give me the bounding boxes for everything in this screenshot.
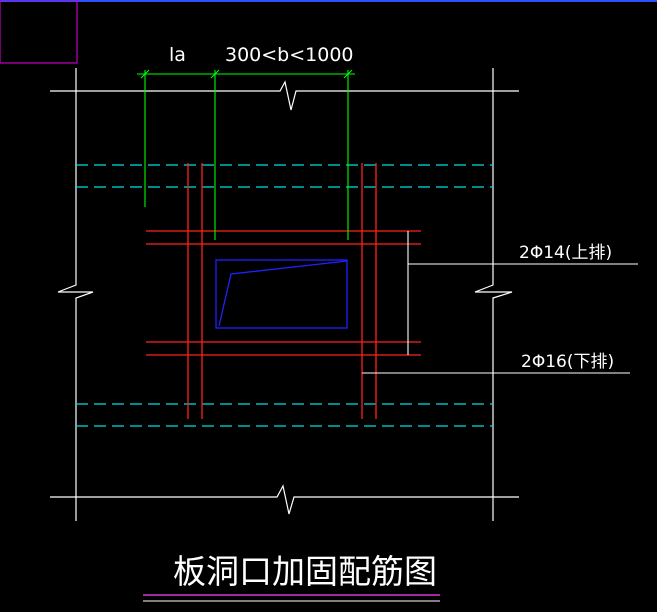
- viewport-frame: [0, 0, 78, 64]
- slab-outline: [50, 68, 519, 521]
- opening-rect: [215, 259, 348, 329]
- right-break-line: [474, 68, 513, 521]
- left-break-line: [57, 68, 94, 521]
- tick-2: [210, 69, 220, 79]
- dim-la-text: la: [169, 44, 186, 66]
- drawing-title: 板洞口加固配筋图: [173, 552, 437, 591]
- tick-1: [140, 69, 150, 79]
- slab-opening: [215, 259, 348, 329]
- reinforcing-bars: [146, 163, 421, 419]
- bottom-break-line: [50, 484, 519, 515]
- distribution-bars: [76, 164, 493, 427]
- top-break-line: [50, 80, 519, 111]
- label-upper-bars: 2Φ14(上排): [519, 243, 612, 263]
- dim-b-text: 300<b<1000: [225, 44, 354, 66]
- leader-upper: [407, 231, 638, 355]
- dimension-lines: [137, 69, 355, 240]
- label-lower-bars: 2Φ16(下排): [521, 352, 614, 372]
- tick-3: [343, 69, 353, 79]
- opening-mark: [218, 260, 348, 327]
